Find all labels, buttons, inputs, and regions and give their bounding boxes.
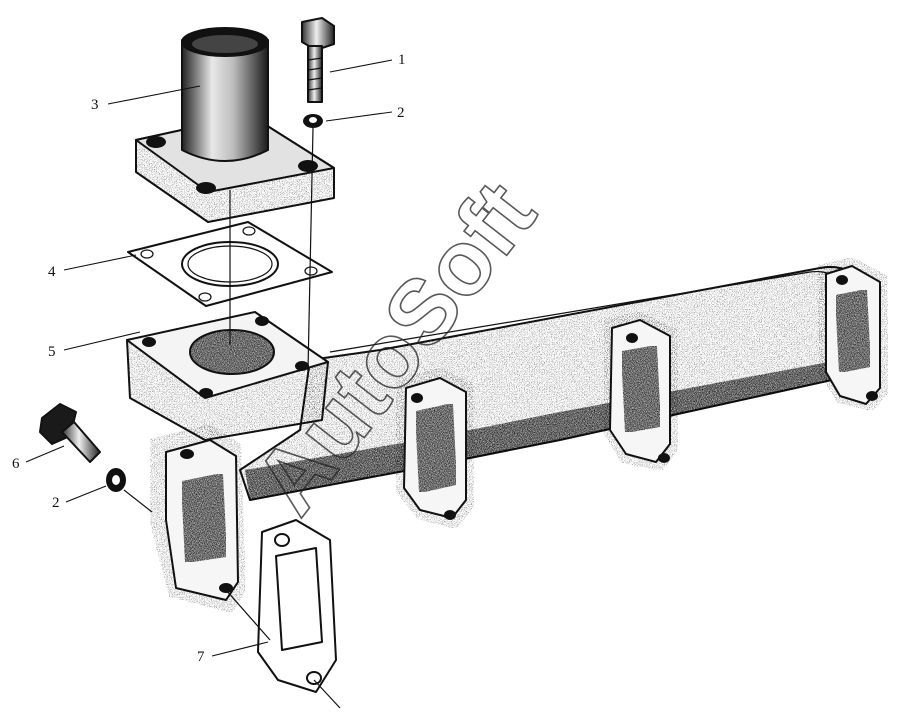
bolt-top — [301, 17, 335, 103]
port-flange-4 — [817, 257, 889, 411]
callout-2-top: 2 — [397, 105, 405, 121]
callout-4: 4 — [48, 264, 56, 280]
port-flange-2 — [395, 367, 475, 529]
port-flange-1 — [149, 424, 246, 613]
leader-lines — [25, 59, 393, 657]
callout-2-side: 2 — [52, 495, 60, 511]
outlet-pipe — [135, 27, 335, 223]
callout-6: 6 — [12, 456, 20, 472]
washer-side — [106, 468, 126, 492]
callout-labels: 1 2 3 4 5 6 2 7 — [12, 52, 406, 665]
assembly-lines — [123, 127, 341, 709]
callout-3: 3 — [91, 97, 99, 113]
callout-7: 7 — [197, 649, 205, 665]
callout-1: 1 — [398, 52, 406, 68]
washer-top — [303, 114, 323, 128]
port-flange-3 — [603, 311, 679, 471]
bolt-side — [39, 403, 101, 463]
callout-5: 5 — [48, 344, 56, 360]
port-gasket — [257, 519, 337, 693]
